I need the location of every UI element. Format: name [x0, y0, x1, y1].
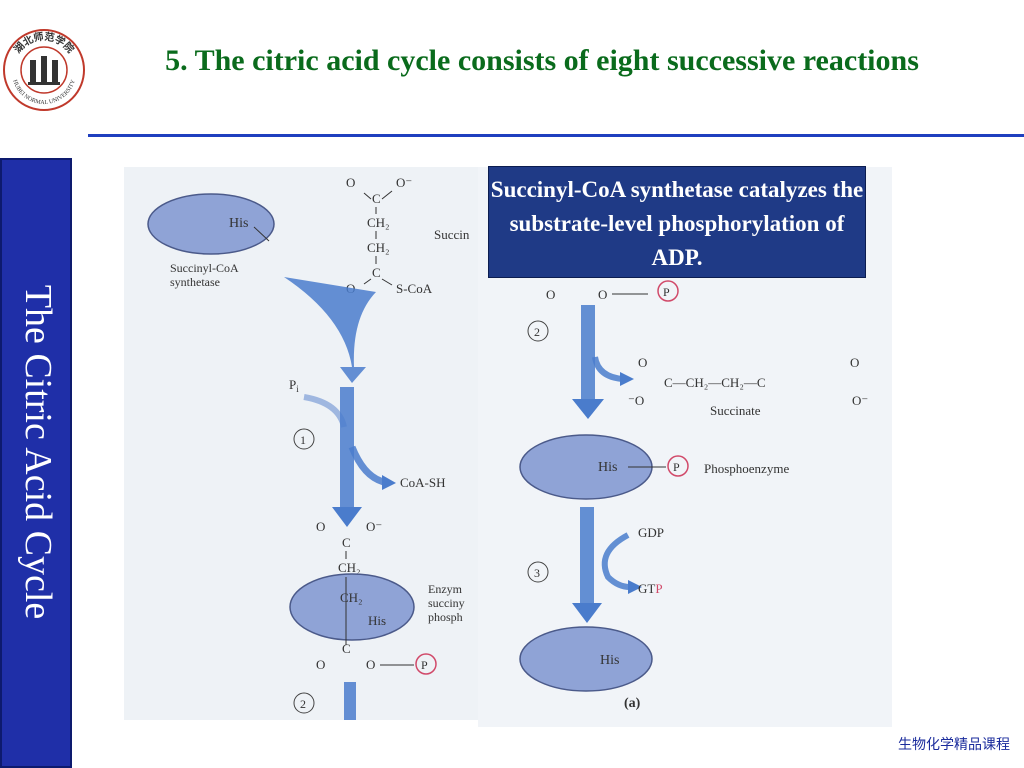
group-ch2-3: CH₂ [338, 560, 361, 575]
step-2-number-left: 2 [300, 697, 306, 711]
atom-o-6: O [546, 287, 555, 302]
atom-o-minus-1: O⁻ [396, 175, 412, 190]
step-1-marker [293, 428, 315, 450]
slide-title: 5. The citric acid cycle consists of eig… [165, 44, 919, 77]
course-footer: 生物化学精品课程 [898, 737, 1010, 753]
succinate-label: Succinate [710, 403, 761, 418]
atom-o-minus-2: O⁻ [852, 393, 868, 408]
atom-o-8: O [638, 355, 647, 370]
succinate-chain: C—CH₂—CH₂—C [664, 375, 766, 390]
atom-o-minus-3: O⁻ [366, 519, 382, 534]
step-1-number: 1 [300, 433, 306, 447]
coa-sh-label: CoA-SH [400, 475, 446, 490]
phosphate-circle-top [657, 280, 679, 302]
his-label-bound: His [368, 613, 386, 628]
callout-box: Succinyl-CoA synthetase catalyzes the su… [488, 166, 866, 278]
step-2-marker-right [527, 320, 549, 342]
enzyme-bound-label-1: Enzym [428, 582, 463, 596]
atom-c-4: C [342, 641, 351, 656]
atom-o-7: O [598, 287, 607, 302]
atom-c-2: C [372, 265, 381, 280]
sidebar-label: The Citric Acid Cycle [17, 284, 59, 620]
gtp-label: GTP [638, 581, 663, 596]
pi-arrow [303, 394, 347, 428]
right-down-arrow-2 [580, 507, 594, 607]
sidebar-banner: The Citric Acid Cycle [0, 158, 72, 768]
group-ch2-1: CH₂ [367, 215, 390, 230]
main-down-arrow-head [332, 507, 362, 527]
step-3-number: 3 [534, 566, 540, 580]
enzyme-ellipse-regenerated [519, 626, 653, 692]
phosphate-label-phosphoenzyme: P [673, 460, 680, 474]
diagram-left-panel: His Succinyl-CoA synthetase O O⁻ C CH₂ C… [124, 167, 480, 720]
step-3-marker [527, 561, 549, 583]
succinyl-coa-label-partial: Succin [434, 227, 470, 242]
atom-o-3: O [316, 519, 325, 534]
gdp-label: GDP [638, 525, 664, 540]
phosphate-label-top: P [663, 285, 670, 299]
phosphate-circle-phosphoenzyme [667, 455, 689, 477]
group-s-coa: S-CoA [396, 281, 433, 296]
converging-arrow [284, 277, 376, 383]
group-ch2-4: CH₂ [340, 590, 363, 605]
panel-label: (a) [624, 696, 641, 711]
main-down-arrow-shaft [340, 387, 354, 517]
enzyme-name-line2: synthetase [170, 275, 220, 289]
atom-o-4: O [316, 657, 325, 672]
atom-c-1: C [372, 191, 381, 206]
pi-label: Pi [289, 377, 299, 394]
atom-minus-o-1: ⁻O [628, 393, 644, 408]
group-ch2-2: CH₂ [367, 240, 390, 255]
right-down-arrow-1 [581, 305, 595, 407]
step-2-marker-left [293, 692, 315, 714]
enzyme-ellipse-top [147, 193, 275, 255]
atom-o-9: O [850, 355, 859, 370]
enzyme-name-line1: Succinyl-CoA [170, 261, 239, 275]
left-bottom-arrow [344, 682, 356, 720]
gdp-gtp-arrow [601, 532, 631, 590]
atom-o-5: O [366, 657, 375, 672]
coa-branch-arrow [348, 445, 386, 486]
step-2-number-right: 2 [534, 325, 540, 339]
atom-o-1: O [346, 175, 355, 190]
atom-c-3: C [342, 535, 351, 550]
title-divider [88, 134, 1024, 137]
phosphoenzyme-label: Phosphoenzyme [704, 461, 789, 476]
enzyme-bound-label-3: phosph [428, 610, 463, 624]
enzyme-bound-label-2: succiny [428, 596, 465, 610]
enzyme-ellipse-bound [289, 573, 415, 641]
his-label-regenerated: His [600, 653, 619, 668]
university-logo: 湖北师范学院 HUBEI NORMAL UNIVERSITY [2, 28, 86, 112]
his-label-phosphoenzyme: His [598, 460, 617, 475]
his-label-top: His [229, 216, 248, 231]
phosphate-circle-bound [415, 653, 437, 675]
phosphate-label-bound: P [421, 658, 428, 672]
